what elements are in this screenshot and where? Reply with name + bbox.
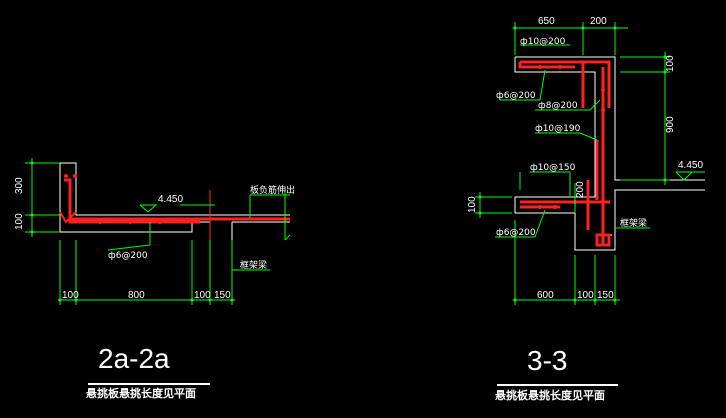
right-dim-200-top: 200 bbox=[590, 16, 607, 27]
left-dim-v-100: 100 bbox=[14, 213, 25, 230]
right-rebar-1: ф10@200 bbox=[520, 37, 566, 47]
right-rebar-2: ф6@200 bbox=[496, 91, 536, 101]
right-dim-v-left-100: 100 bbox=[467, 196, 478, 213]
right-title: 3-3 bbox=[527, 345, 567, 376]
left-elevation: 4.450 bbox=[158, 194, 183, 205]
left-dim-v-300: 300 bbox=[14, 177, 25, 194]
section-2a-2a: 300 100 100 800 100 150 4.450 ф6@200 板负筋… bbox=[14, 158, 295, 400]
left-subtitle: 悬挑板悬挑长度见平面 bbox=[85, 386, 196, 400]
left-concrete-outline bbox=[59, 162, 290, 300]
right-elevation: 4.450 bbox=[678, 160, 703, 171]
right-dim-100: 100 bbox=[577, 290, 594, 301]
right-dim-v-100: 100 bbox=[665, 55, 676, 72]
right-rebar-3: ф8@200 bbox=[538, 101, 578, 111]
section-3-3: 650 200 100 900 100 200 600 100 150 4.45… bbox=[467, 16, 705, 402]
left-dim-100a: 100 bbox=[62, 290, 79, 301]
right-dim-200-vert: 200 bbox=[575, 181, 586, 198]
right-dim-v-900: 900 bbox=[665, 116, 676, 133]
right-rebar bbox=[518, 60, 611, 247]
left-note-top: 板负筋伸出 bbox=[250, 184, 295, 196]
left-dim-150: 150 bbox=[214, 290, 231, 301]
right-dimensions bbox=[475, 22, 705, 305]
left-title: 2a-2a bbox=[98, 343, 170, 374]
left-dim-100b: 100 bbox=[194, 290, 211, 301]
left-note-beam: 框架梁 bbox=[240, 259, 267, 271]
right-dim-650: 650 bbox=[538, 16, 555, 27]
right-rebar-6: ф6@200 bbox=[496, 228, 536, 238]
right-note-beam: 框架梁 bbox=[620, 217, 647, 229]
left-dim-800: 800 bbox=[128, 290, 145, 301]
left-dimensions bbox=[25, 158, 291, 305]
left-rebar bbox=[59, 178, 290, 224]
right-dim-600: 600 bbox=[537, 290, 554, 301]
right-subtitle: 悬挑板悬挑长度见平面 bbox=[494, 388, 605, 402]
right-rebar-5: ф10@150 bbox=[530, 163, 576, 173]
right-rebar-4: ф10@190 bbox=[535, 124, 581, 134]
left-rebar-label: ф6@200 bbox=[108, 251, 148, 261]
right-dim-150: 150 bbox=[597, 290, 614, 301]
